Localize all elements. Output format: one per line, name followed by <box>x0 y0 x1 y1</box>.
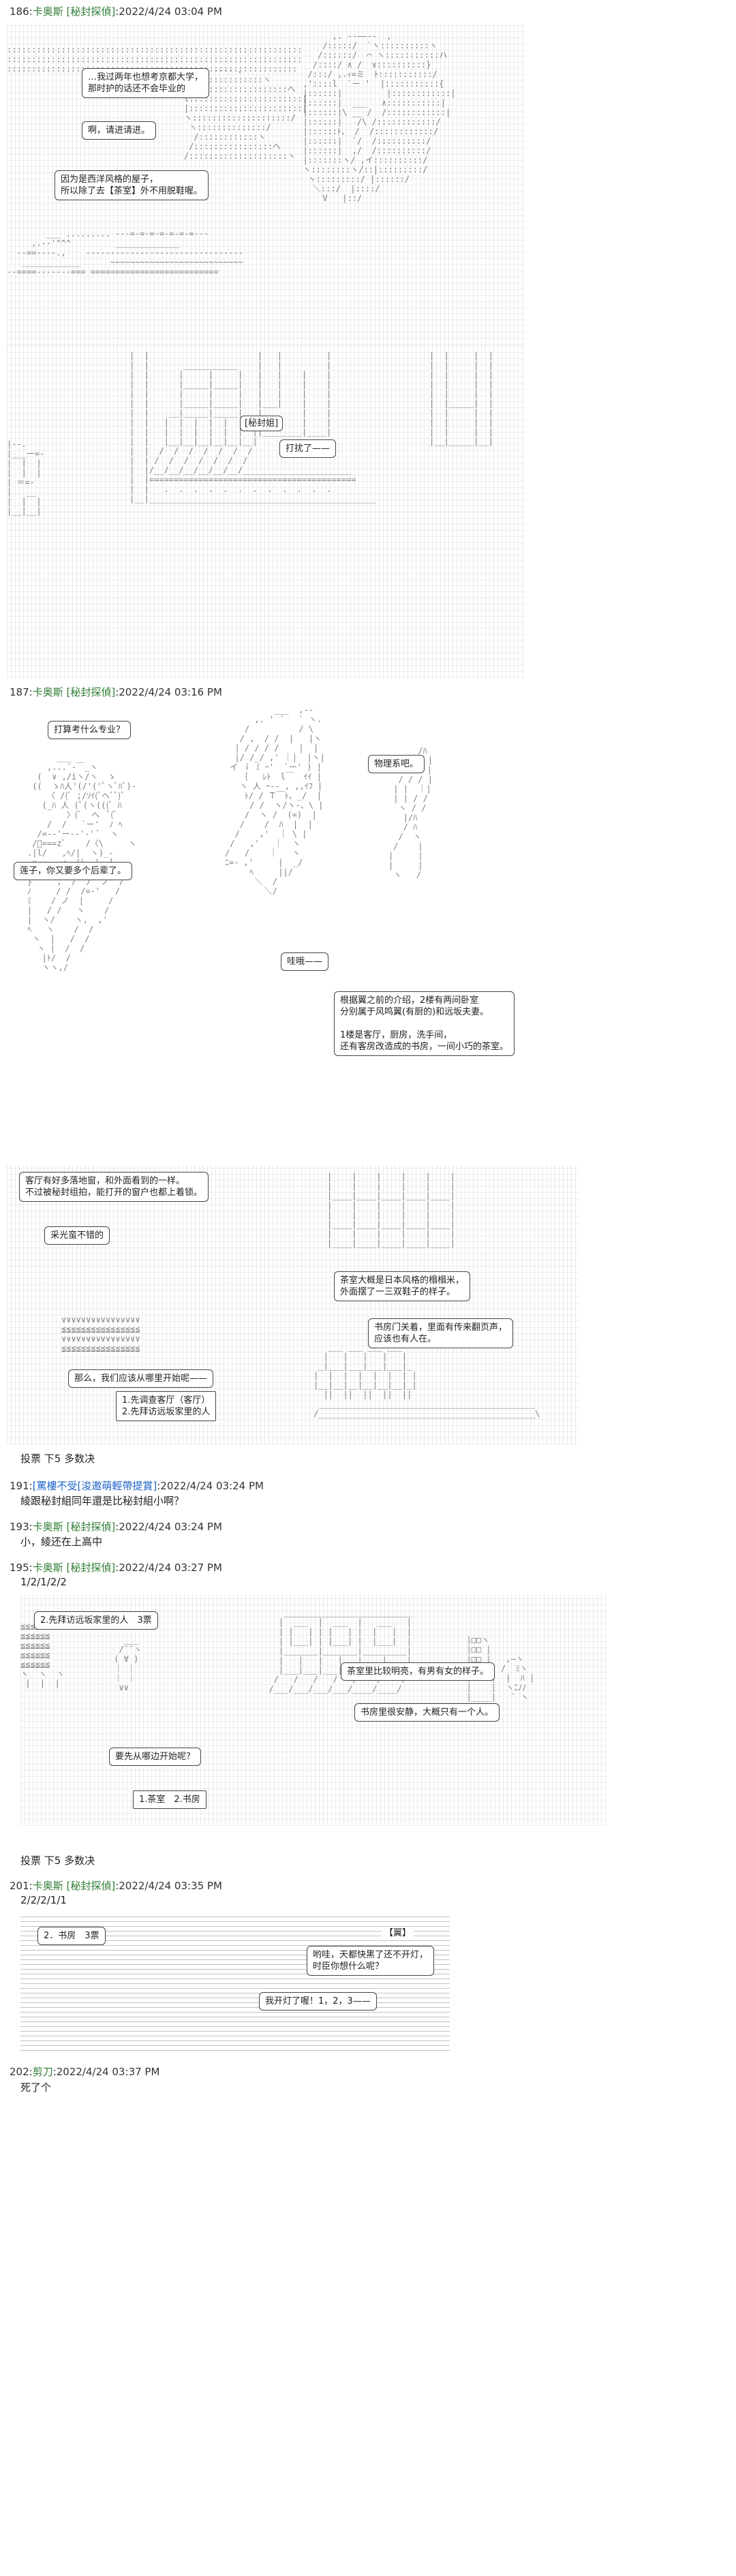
speech-bubble: 书房门关着，里面有传来翻页声， 应该也有人在。 <box>368 1318 514 1348</box>
post-header-187: 187:卡奥斯 [秘封探偵]:2022/4/24 03:16 PM <box>10 686 222 698</box>
speech-bubble: [秘封姐] <box>240 416 283 431</box>
post-body: 死了个 <box>20 2081 52 2094</box>
poster-trip: [秘封探偵] <box>66 686 116 698</box>
vote-instruction: 投票 下5 多数决 <box>20 1453 95 1465</box>
poster-name[interactable]: 卡奥斯 <box>32 1521 63 1533</box>
choice-box: 1.先调查客厅（客厅） 2.先拜访远坂家里的人 <box>116 1391 217 1421</box>
aa-illustration-195-doors: ≦≦≦≦≦≦ ≦≦≦≦≦≦ ≦≦≦≦≦≦ ≦≦≦≦≦≦ ≦≦≦≦≦≦ ヽ ヽ ヽ… <box>20 1594 607 1826</box>
speech-bubble: 客厅有好多落地窗，和外面看到的一样。 不过被秘封组拍，能打开的窗户也都上着锁。 <box>19 1172 209 1202</box>
speaker-tag: 【翼】 <box>382 1927 414 1940</box>
speech-bubble: 我开灯了喔！1，2，3—— <box>259 1992 377 2011</box>
poster-name[interactable]: 卡奥斯 <box>32 5 63 18</box>
speech-bubble: 因为是西洋风格的屋子， 所以除了去【茶室】外不用脱鞋喔。 <box>55 170 209 200</box>
speech-bubble: 2．书房 3票 <box>37 1927 106 1945</box>
speech-bubble: 茶室里比较明亮，有男有女的样子。 <box>341 1662 495 1681</box>
speech-bubble: 打算考什么专业？ <box>48 721 132 739</box>
speech-bubble: 物理系吧。 <box>368 755 425 773</box>
aa-illustration-187-living-room: | | | | | | | | | | | | |____|____|____|… <box>7 1165 579 1444</box>
ascii-art: ,. --――‐- , /:::::/ `ヽ::::::::::ヽ /:::::… <box>303 31 456 203</box>
choice-box: 1.茶室 2.书房 <box>133 1790 206 1809</box>
poster-trip: [秘封探偵] <box>66 1880 116 1892</box>
speech-bubble: 根据翼之前的介绍，2楼有两间卧室 分别属于风鸣翼(有厨的)和远坂夫妻。 1楼是客… <box>334 991 515 1056</box>
post-header-202: 202:剪刀:2022/4/24 03:37 PM <box>10 2066 160 2078</box>
vote-tally: 1/2/1/2/2 <box>20 1576 67 1588</box>
speech-bubble: 要先从哪边开始呢？ <box>109 1748 202 1766</box>
aa-illustration-186-corridor: | | | | | | | ___________ | | | | | | | … <box>7 344 525 678</box>
poster-name[interactable]: 卡奥斯 <box>32 1562 63 1574</box>
speech-bubble: 那么，我们应该从哪里开始呢—— <box>68 1369 214 1388</box>
vote-instruction: 投票 下5 多数决 <box>20 1855 95 1867</box>
speech-bubble: …我过两年也想考京都大学， 那时护的话还不会毕业的 <box>82 68 210 98</box>
post-header-195: 195:卡奥斯 [秘封探偵]:2022/4/24 03:27 PM <box>10 1562 222 1574</box>
vote-tally: 2/2/2/1/1 <box>20 1894 67 1906</box>
speech-bubble: 打扰了—— <box>279 439 337 458</box>
speech-bubble: 茶室大概是日本风格的榻榻米， 外面摆了一三双鞋子的样子。 <box>334 1271 471 1301</box>
speech-bubble: 啊，请进请进。 <box>82 121 157 140</box>
post-header-191: 191:[罵樓不受[浚邀萌輕帶提賞]:2022/4/24 03:24 PM <box>10 1480 264 1492</box>
poster-name[interactable]: 卡奥斯 <box>32 1880 63 1892</box>
speech-bubble: 哟哇，天都快黑了还不开灯， 时臣你想什么呢？ <box>307 1946 435 1976</box>
aa-illustration-187-conversation: ___ ,...¨-￣_ヽ ( ∨ ,/iヽ/ヽ ゝ (( ゝﾊ人'(/'('ﾟ… <box>27 705 433 972</box>
poster-name[interactable]: [罵樓不受[浚邀萌輕帶提賞] <box>32 1480 157 1492</box>
poster-trip: [秘封探偵] <box>66 5 116 18</box>
speech-bubble: 莲子，你又要多个后辈了。 <box>14 862 133 880</box>
post-header-186: 186:卡奥斯 [秘封探偵]:2022/4/24 03:04 PM <box>10 5 222 18</box>
poster-name[interactable]: 剪刀 <box>32 2066 53 2078</box>
speech-bubble: 书房里很安静，大概只有一个人。 <box>354 1703 500 1722</box>
post-body: 綾跟秘封組同年還是比秘封組小啊？ <box>20 1495 185 1507</box>
poster-trip: [秘封探偵] <box>66 1562 116 1574</box>
post-header-201: 201:卡奥斯 [秘封探偵]:2022/4/24 03:35 PM <box>10 1880 222 1892</box>
speech-bubble: 哇哦—— <box>281 952 329 971</box>
post-body: 小，綾还在上高中 <box>20 1536 103 1548</box>
speech-bubble: 采光蛮不错的 <box>44 1226 110 1245</box>
speech-bubble: 2.先拜访远坂家里的人 3票 <box>34 1611 158 1630</box>
post-header-193: 193:卡奥斯 [秘封探偵]:2022/4/24 03:24 PM <box>10 1521 222 1533</box>
poster-trip: [秘封探偵] <box>66 1521 116 1533</box>
poster-name[interactable]: 卡奥斯 <box>32 686 63 698</box>
